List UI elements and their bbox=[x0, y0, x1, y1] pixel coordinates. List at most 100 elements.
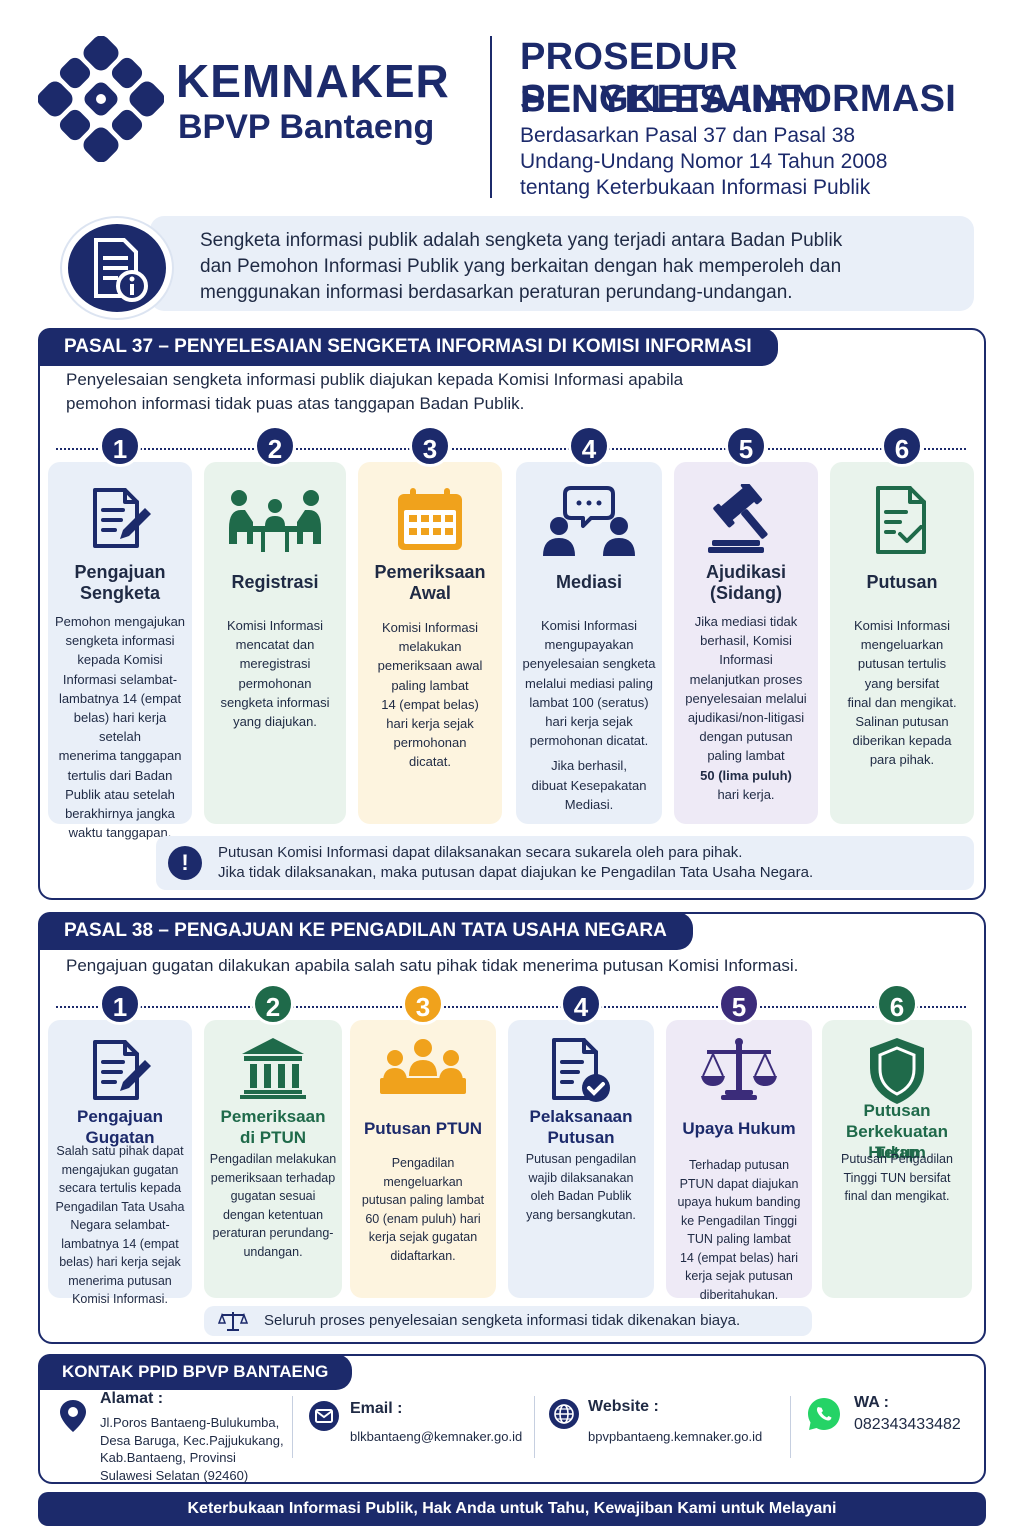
section-pasal-37: PASAL 37 – PENYELESAIAN SENGKETA INFORMA… bbox=[38, 328, 986, 900]
step-number-badge: 3 bbox=[409, 425, 451, 467]
step-description-line: 14 (empat belas) hari bbox=[679, 1250, 799, 1265]
section-title: PASAL 38 – PENGAJUAN KE PENGADILAN TATA … bbox=[38, 912, 693, 950]
step-description-line: hari kerja sejak bbox=[545, 714, 633, 730]
step-description-line: sengketa informasi bbox=[65, 633, 175, 649]
step-description-line: Pengadilan Tata Usaha bbox=[55, 1199, 185, 1214]
gavel-icon bbox=[706, 480, 786, 559]
document-approved-icon bbox=[548, 1036, 614, 1111]
step-title: Putusan bbox=[547, 1128, 615, 1147]
step-number-badge: 3 bbox=[402, 983, 444, 1025]
step-description-line: permohonan bbox=[393, 735, 467, 751]
shield-icon bbox=[866, 1036, 928, 1111]
step-description-line: 60 (enam puluh) hari bbox=[365, 1211, 481, 1226]
wa-value[interactable]: 082343433482 bbox=[854, 1416, 961, 1433]
step-description-line: mengeluarkan bbox=[860, 637, 944, 653]
subtitle-line3: tentang Keterbukaan Informasi Publik bbox=[520, 176, 871, 199]
step-title: Awal bbox=[409, 583, 451, 603]
step-number-badge: 1 bbox=[99, 425, 141, 467]
step-description-line: final dan mengikat. bbox=[844, 1189, 950, 1203]
note-text: Jika tidak dilaksanakan, maka putusan da… bbox=[218, 864, 814, 881]
step-description-line: Komisi Informasi bbox=[853, 618, 951, 633]
step-description-line: paling lambat bbox=[707, 748, 785, 764]
contact-box: KONTAK PPID BPVP BANTAENG Alamat : Jl.Po… bbox=[38, 1354, 986, 1484]
step-description-line: hari kerja. bbox=[717, 786, 775, 802]
step-title: Upaya Hukum bbox=[682, 1119, 796, 1138]
step-description-line: TUN paling lambat bbox=[687, 1232, 791, 1246]
page-title-line2: SENGKETA INFORMASI bbox=[520, 78, 957, 120]
address-line: Jl.Poros Bantaeng-Bulukumba, bbox=[100, 1415, 280, 1430]
step-description-line: belas) hari kerja sejak bbox=[59, 1255, 181, 1269]
step-description-line: berhasil, Komisi bbox=[700, 633, 792, 649]
website-value[interactable]: bpvpbantaeng.kemnaker.go.id bbox=[588, 1429, 763, 1444]
step-description-line: Mediasi. bbox=[564, 796, 614, 812]
subtitle-line1: Berdasarkan Pasal 37 dan Pasal 38 bbox=[520, 124, 856, 147]
step-description-line: sengketa informasi bbox=[220, 694, 330, 710]
step-number-badge: 5 bbox=[718, 983, 760, 1025]
brand-unit: BPVP Bantaeng bbox=[178, 108, 435, 146]
step-description-line: Terhadap putusan bbox=[688, 1158, 790, 1172]
step-description-line: waktu tanggapan. bbox=[68, 825, 172, 841]
step-title: Berkekuatan Hukum bbox=[845, 1122, 949, 1162]
header-divider bbox=[490, 36, 492, 198]
judges-panel-icon bbox=[380, 1036, 466, 1101]
contact-title: KONTAK PPID BPVP BANTAENG bbox=[38, 1354, 353, 1390]
step-description-line: Komisi Informasi. bbox=[72, 1292, 168, 1306]
step-description-line: yang diajukan. bbox=[233, 714, 317, 730]
step-description-line: yang bersangkutan. bbox=[526, 1207, 636, 1222]
step-description-line: diberitahukan. bbox=[699, 1287, 779, 1302]
note-text: Putusan Komisi Informasi dapat dilaksana… bbox=[218, 844, 743, 861]
step-description-line: Pemohon mengajukan bbox=[54, 614, 186, 629]
step-description-line: dicatat. bbox=[409, 754, 451, 770]
kemnaker-logo-icon bbox=[38, 36, 164, 162]
step-description-line: dibuat Kesepakatan bbox=[531, 777, 647, 793]
whatsapp-icon bbox=[808, 1398, 840, 1430]
step-description-line: paling lambat bbox=[391, 677, 469, 693]
step-title: Ajudikasi bbox=[705, 562, 787, 582]
step-title: Pengajuan bbox=[77, 1107, 163, 1126]
step-description-line: tertulis dari Badan bbox=[67, 767, 173, 783]
step-description-line: gugatan sesuai bbox=[230, 1189, 316, 1203]
step-title: (Sidang) bbox=[710, 583, 782, 603]
step-description-line: Informasi bbox=[719, 652, 773, 668]
email-icon bbox=[309, 1401, 339, 1431]
step-description-line: ke Pengadilan Tinggi bbox=[680, 1213, 798, 1228]
step-description-line: penyelesaian melalui bbox=[685, 690, 807, 706]
step-number-badge: 4 bbox=[560, 983, 602, 1025]
step-number-badge: 5 bbox=[725, 425, 767, 467]
step-number-badge: 6 bbox=[876, 983, 918, 1025]
document-pen-icon bbox=[85, 1036, 155, 1111]
step-title: Gugatan bbox=[85, 1128, 155, 1147]
step-description-line: oleh Badan Publik bbox=[530, 1189, 632, 1203]
step-description-line: Putusan Pengadilan bbox=[841, 1152, 953, 1166]
step-number-badge: 4 bbox=[568, 425, 610, 467]
step-description-line: dengan putusan bbox=[699, 729, 793, 745]
brand-name: KEMNAKER bbox=[176, 55, 450, 107]
address-line: Desa Baruga, Kec.Pajjukukang, bbox=[100, 1432, 284, 1448]
footer-banner: Keterbukaan Informasi Publik, Hak Anda u… bbox=[38, 1492, 986, 1526]
step-title: Registrasi bbox=[231, 572, 319, 592]
step-description-line: didaftarkan. bbox=[390, 1248, 456, 1263]
intro-box: Sengketa informasi publik adalah sengket… bbox=[150, 216, 974, 311]
step-description-line: Informasi selambat- bbox=[62, 671, 178, 687]
email-value[interactable]: blkbantaeng@kemnaker.go.id bbox=[350, 1429, 523, 1444]
step-description-line: lambatnya 14 (empat bbox=[58, 690, 182, 706]
address-line: Sulawesi Selatan (92460) bbox=[100, 1467, 249, 1483]
step-description-line: melalui mediasi paling bbox=[525, 675, 653, 691]
step-description-line: 50 (lima puluh) bbox=[700, 767, 792, 783]
step-description-line: pemeriksaan terhadap bbox=[210, 1170, 336, 1185]
intro-line: menggunakan informasi berdasarkan peratu… bbox=[200, 282, 793, 303]
note-text: Seluruh proses penyelesaian sengketa inf… bbox=[264, 1312, 741, 1329]
step-description-line: final dan mengikat. bbox=[847, 694, 957, 710]
